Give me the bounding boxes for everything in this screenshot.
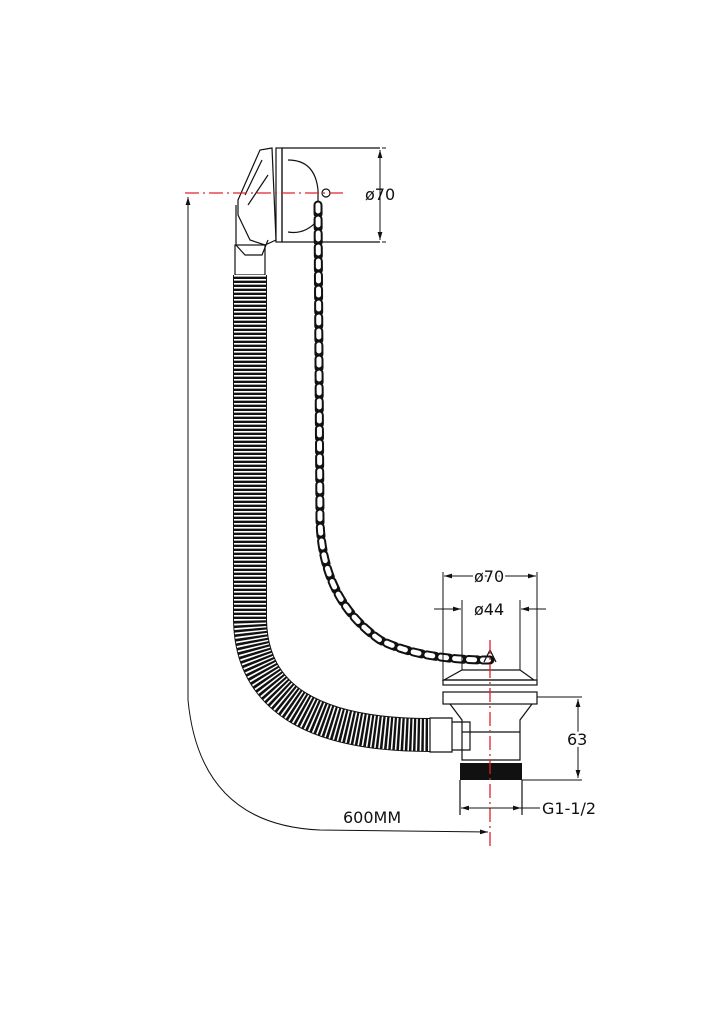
hose-length-label: 600MM	[343, 808, 401, 827]
plug-chain	[313, 200, 495, 665]
flexible-hose	[233, 244, 471, 753]
thread-size-label: G1-1/2	[542, 799, 596, 818]
hose-length-dimension: 600MM	[185, 197, 489, 835]
waste-inner-diameter-label: ø44	[474, 600, 504, 619]
overflow-assembly	[235, 147, 380, 256]
waste-height-dimension: 63	[522, 696, 590, 781]
overflow-diameter-dimension: ø70	[365, 147, 395, 243]
thread-dimension: G1-1/2	[461, 799, 596, 818]
waste-outer-diameter-label: ø70	[474, 567, 504, 586]
overflow-diameter-label: ø70	[365, 185, 395, 204]
waste-height-label: 63	[567, 730, 587, 749]
